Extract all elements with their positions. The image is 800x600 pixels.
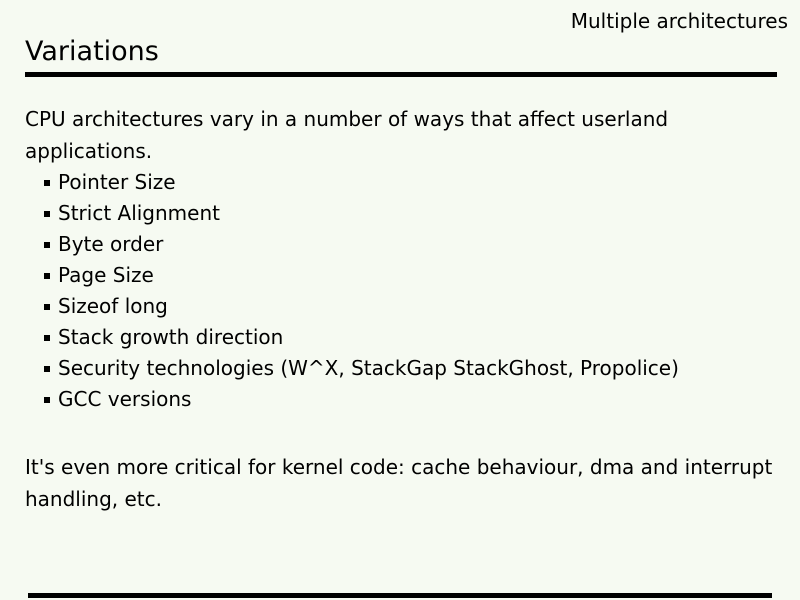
- list-item-label: Stack growth direction: [58, 325, 284, 349]
- list-item: Pointer Size: [44, 167, 775, 198]
- intro-paragraph: CPU architectures vary in a number of wa…: [25, 103, 775, 167]
- list-item-label: Byte order: [58, 232, 164, 256]
- outro-line-2: handling, etc.: [25, 487, 163, 511]
- slide-content: CPU architectures vary in a number of wa…: [25, 103, 775, 515]
- list-item: Security technologies (W^X, StackGap Sta…: [44, 353, 775, 384]
- list-item-label: Security technologies (W^X, StackGap Sta…: [58, 356, 679, 380]
- intro-line-2: applications.: [25, 139, 153, 163]
- list-item-label: GCC versions: [58, 387, 192, 411]
- list-item: GCC versions: [44, 384, 775, 415]
- list-item: Page Size: [44, 260, 775, 291]
- list-item: Strict Alignment: [44, 198, 775, 229]
- title-divider-rule: [25, 72, 777, 77]
- square-bullet-icon: [44, 396, 50, 403]
- list-item: Sizeof long: [44, 291, 775, 322]
- square-bullet-icon: [44, 272, 50, 279]
- list-item-label: Page Size: [58, 263, 154, 287]
- list-item-label: Strict Alignment: [58, 201, 220, 225]
- variation-bullet-list: Pointer Size Strict Alignment Byte order…: [25, 167, 775, 415]
- square-bullet-icon: [44, 303, 50, 310]
- bottom-divider-rule: [28, 593, 772, 598]
- outro-paragraph: It's even more critical for kernel code:…: [25, 451, 775, 515]
- intro-line-1: CPU architectures vary in a number of wa…: [25, 107, 669, 131]
- slide-header-label: Multiple architectures: [570, 9, 788, 33]
- list-item: Stack growth direction: [44, 322, 775, 353]
- square-bullet-icon: [44, 365, 50, 372]
- page-title: Variations: [25, 36, 159, 67]
- outro-line-1: It's even more critical for kernel code:…: [25, 455, 773, 479]
- square-bullet-icon: [44, 179, 50, 186]
- list-item-label: Pointer Size: [58, 170, 176, 194]
- square-bullet-icon: [44, 334, 50, 341]
- list-item: Byte order: [44, 229, 775, 260]
- square-bullet-icon: [44, 241, 50, 248]
- square-bullet-icon: [44, 210, 50, 217]
- list-item-label: Sizeof long: [58, 294, 168, 318]
